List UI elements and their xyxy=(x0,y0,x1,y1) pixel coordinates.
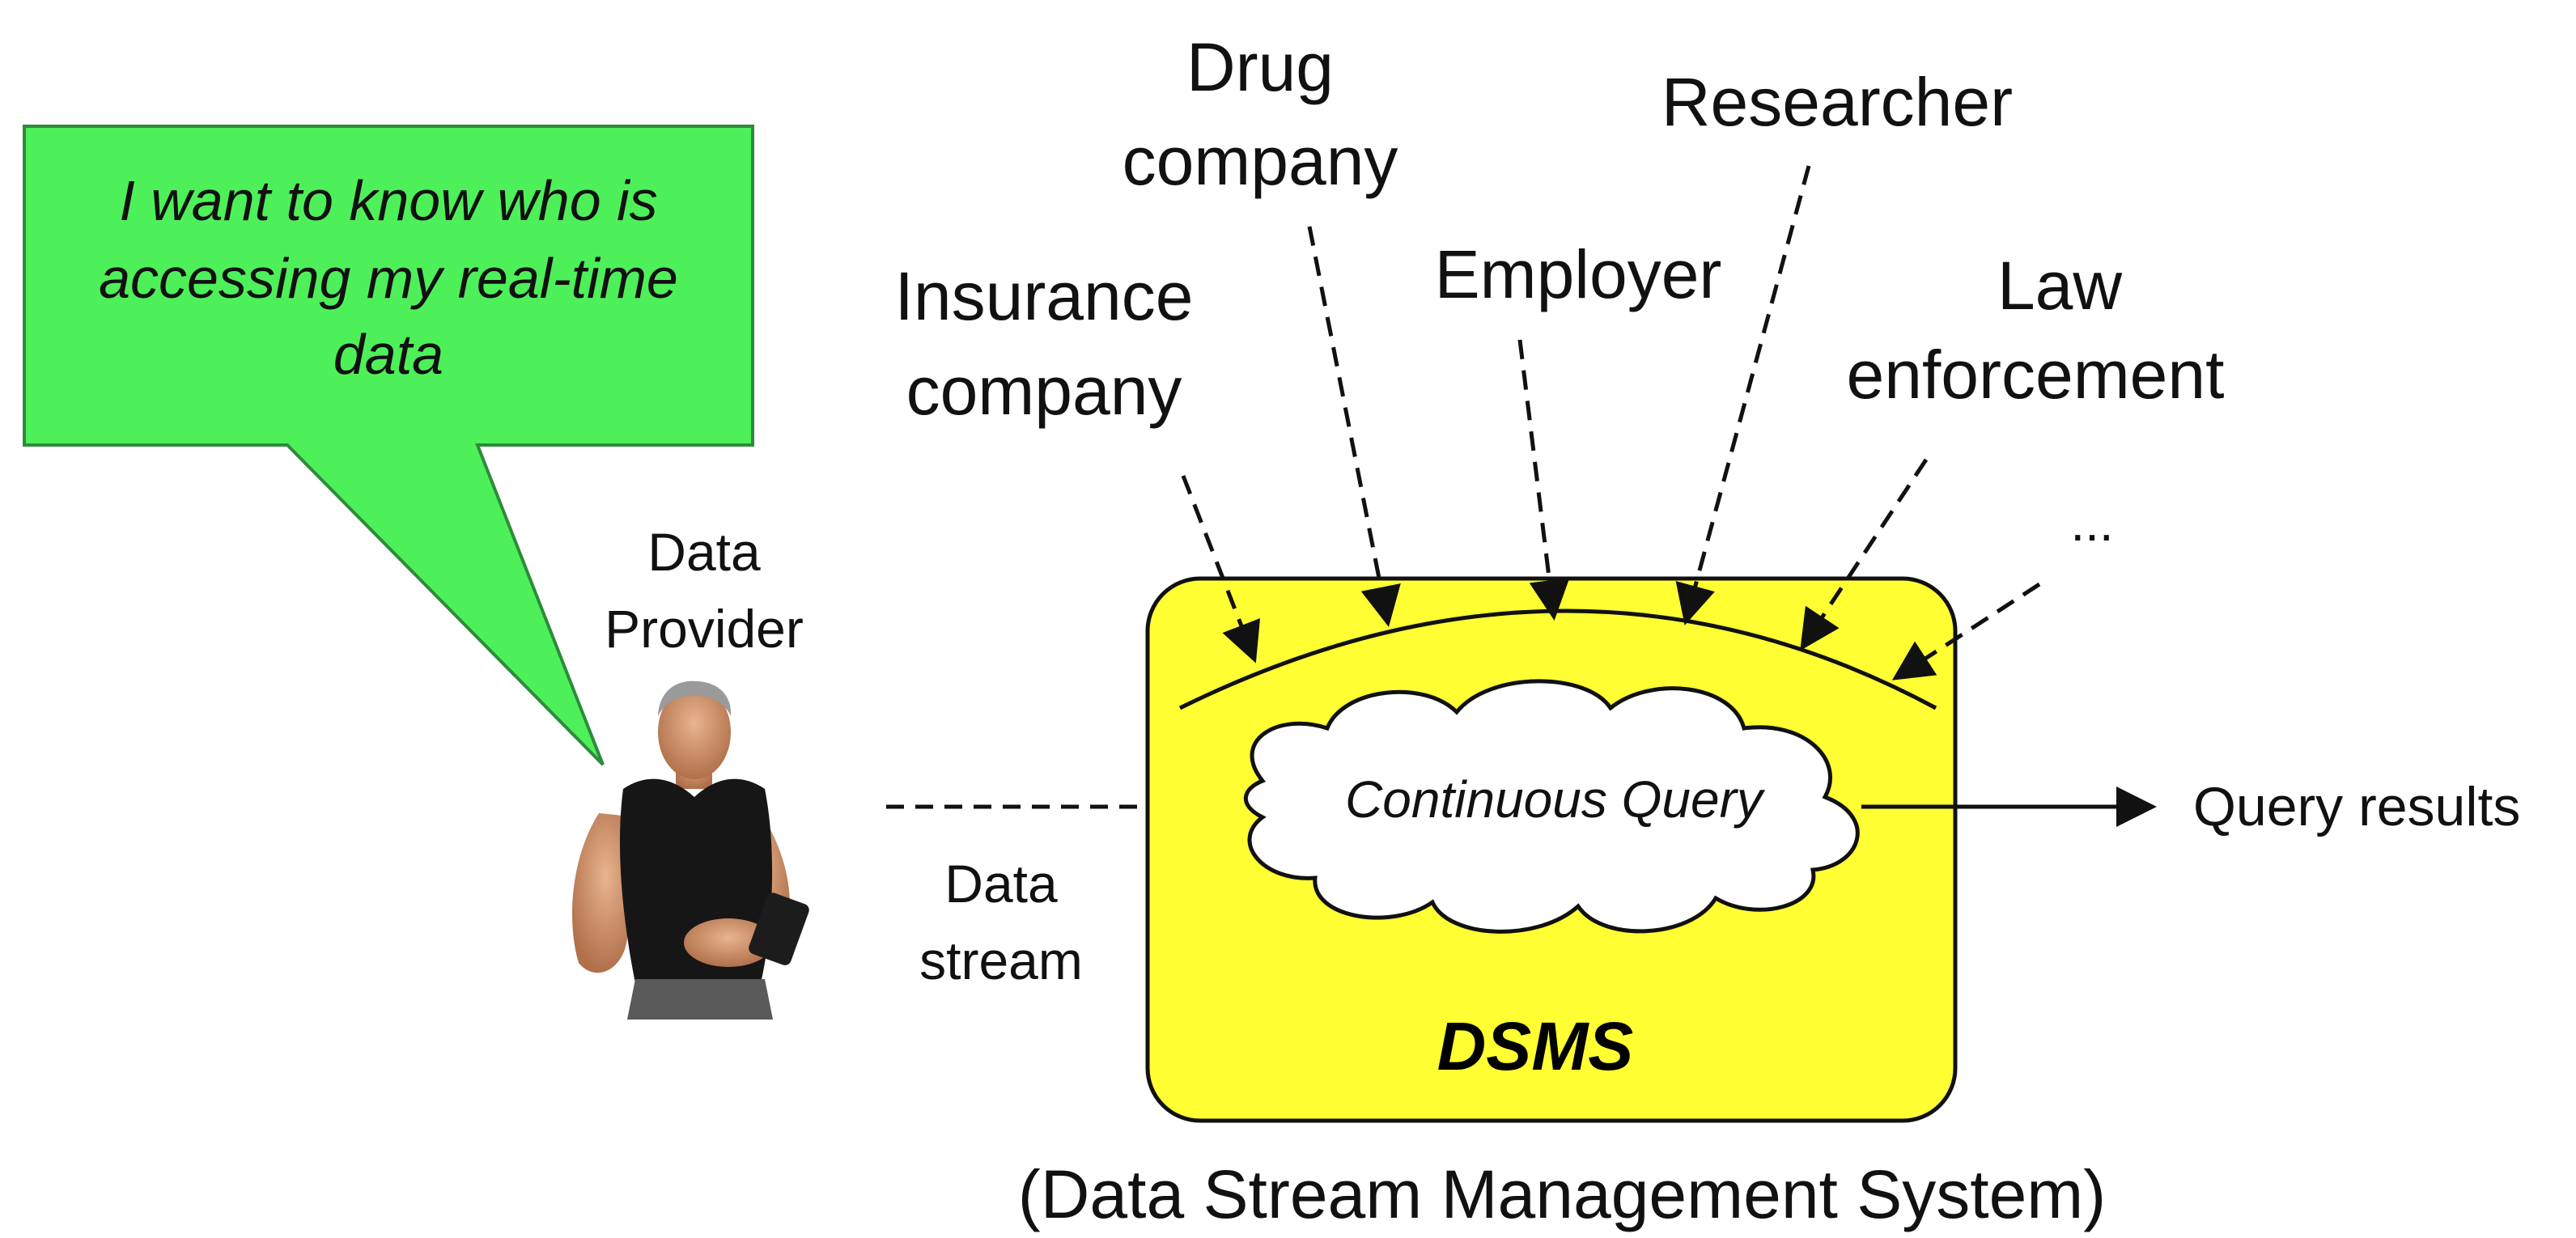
person-head xyxy=(658,685,731,779)
consumer-insurance: Insurance company xyxy=(895,258,1194,429)
speech-bubble-line-3: data xyxy=(333,323,443,386)
data-stream-line-2: stream xyxy=(919,931,1083,990)
law-line-1: Law xyxy=(1997,248,2122,324)
person-hands xyxy=(684,918,773,967)
speech-bubble-shape xyxy=(23,125,754,766)
data-provider-label: Data Provider xyxy=(605,522,804,659)
researcher-line-1: Researcher xyxy=(1661,64,2013,140)
dsms-box: Continuous Query DSMS xyxy=(1145,576,1958,1123)
consumer-more: ... xyxy=(2070,494,2113,552)
researcher-arrow xyxy=(1675,165,1811,625)
consumer-arrows xyxy=(1181,165,2041,680)
data-provider-line-1: Data xyxy=(647,522,761,582)
drug-line-1: Drug xyxy=(1186,29,1334,105)
consumer-law: Law enforcement xyxy=(1847,248,2225,413)
speech-bubble-line-2: accessing my real-time xyxy=(99,247,678,310)
continuous-query-cloud xyxy=(1243,679,1860,934)
insurance-line-2: company xyxy=(906,353,1182,429)
person-hair xyxy=(658,680,732,716)
data-stream-line-1: Data xyxy=(944,854,1058,914)
drug-arrow xyxy=(1307,226,1401,627)
consumer-drug: Drug company xyxy=(1122,29,1398,199)
data-stream-label: Data stream xyxy=(919,854,1083,990)
drug-line-2: company xyxy=(1122,123,1398,199)
query-results-label: Query results xyxy=(2193,776,2520,837)
insurance-line-1: Insurance xyxy=(895,258,1194,334)
law-line-2: enforcement xyxy=(1847,337,2225,413)
data-provider-line-2: Provider xyxy=(605,599,804,659)
consumer-employer: Employer xyxy=(1435,236,1722,312)
speech-bubble: I want to know who is accessing my real-… xyxy=(23,125,754,766)
continuous-query-label: Continuous Query xyxy=(1345,770,1766,829)
employer-arrow xyxy=(1517,339,1570,621)
speech-bubble-line-1: I want to know who is xyxy=(119,169,657,232)
employer-line-1: Employer xyxy=(1435,236,1722,312)
data-provider-photo xyxy=(572,680,809,1020)
law-arrow xyxy=(1800,458,1929,651)
consumer-researcher: Researcher xyxy=(1661,64,2013,140)
person-shorts xyxy=(627,979,773,1020)
insurance-arrow xyxy=(1181,475,1261,664)
handheld-device xyxy=(749,892,809,965)
dsms-caption: (Data Stream Management System) xyxy=(1018,1156,2107,1232)
dsms-label: DSMS xyxy=(1437,1008,1634,1084)
